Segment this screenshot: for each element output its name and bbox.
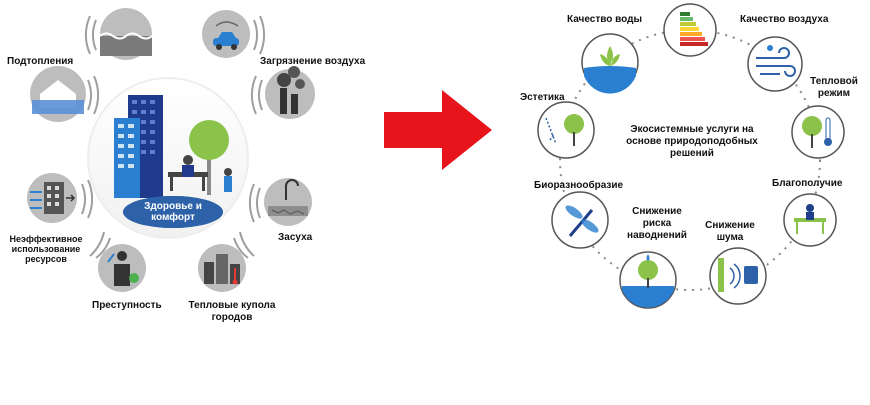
lotus-water-icon (581, 33, 639, 94)
label-flood-risk: Снижение риска наводнений (627, 206, 687, 241)
wind-icon (747, 36, 803, 92)
thief-icon (98, 244, 146, 292)
tree-water-icon (619, 251, 677, 309)
label-biodiversity: Биоразнообразие (534, 180, 624, 191)
label-air-quality: Качество воздуха (740, 14, 829, 25)
tree-thermometer-icon (791, 105, 845, 159)
energy-rating-icon (663, 3, 717, 57)
signal-arcs (81, 15, 266, 259)
dragonfly-icon (551, 191, 609, 249)
label-noise: Снижение шума (705, 220, 755, 243)
label-resources: Неэффективное использование ресурсов (9, 234, 83, 264)
dotted-ring (559, 29, 821, 291)
label-air-pollution: Загрязнение воздуха (260, 56, 366, 67)
car-emissions-icon (202, 10, 250, 58)
label-water-quality: Качество воды (567, 14, 643, 25)
label-heat-island: Тепловые купола городов (188, 300, 276, 323)
label-aesthetics: Эстетика (520, 92, 565, 103)
building-resources-icon (27, 173, 77, 223)
noise-barrier-icon (709, 247, 767, 305)
label-crime: Преступность (92, 300, 162, 311)
right-diagram (537, 3, 845, 309)
factory-smoke-icon (265, 66, 315, 119)
label-thermal: Тепловой режим (810, 76, 858, 99)
label-flooding: Подтопления (7, 56, 74, 67)
hub-label: Здоровье и комфорт (123, 196, 223, 228)
center-label: Экосистемные услуги на основе природопод… (626, 124, 758, 159)
cracked-earth-icon (264, 178, 312, 226)
left-diagram (27, 8, 315, 292)
label-wellbeing: Благополучие (772, 178, 843, 189)
bench-person-icon (783, 193, 837, 247)
city-illustration-icon (114, 95, 232, 198)
label-drought: Засуха (278, 232, 313, 243)
water-wave-icon (99, 8, 153, 60)
flood-house-icon (30, 66, 86, 122)
hot-city-icon (198, 244, 246, 292)
tree-drawing-icon (537, 101, 595, 159)
right-arrow-icon (384, 90, 492, 170)
